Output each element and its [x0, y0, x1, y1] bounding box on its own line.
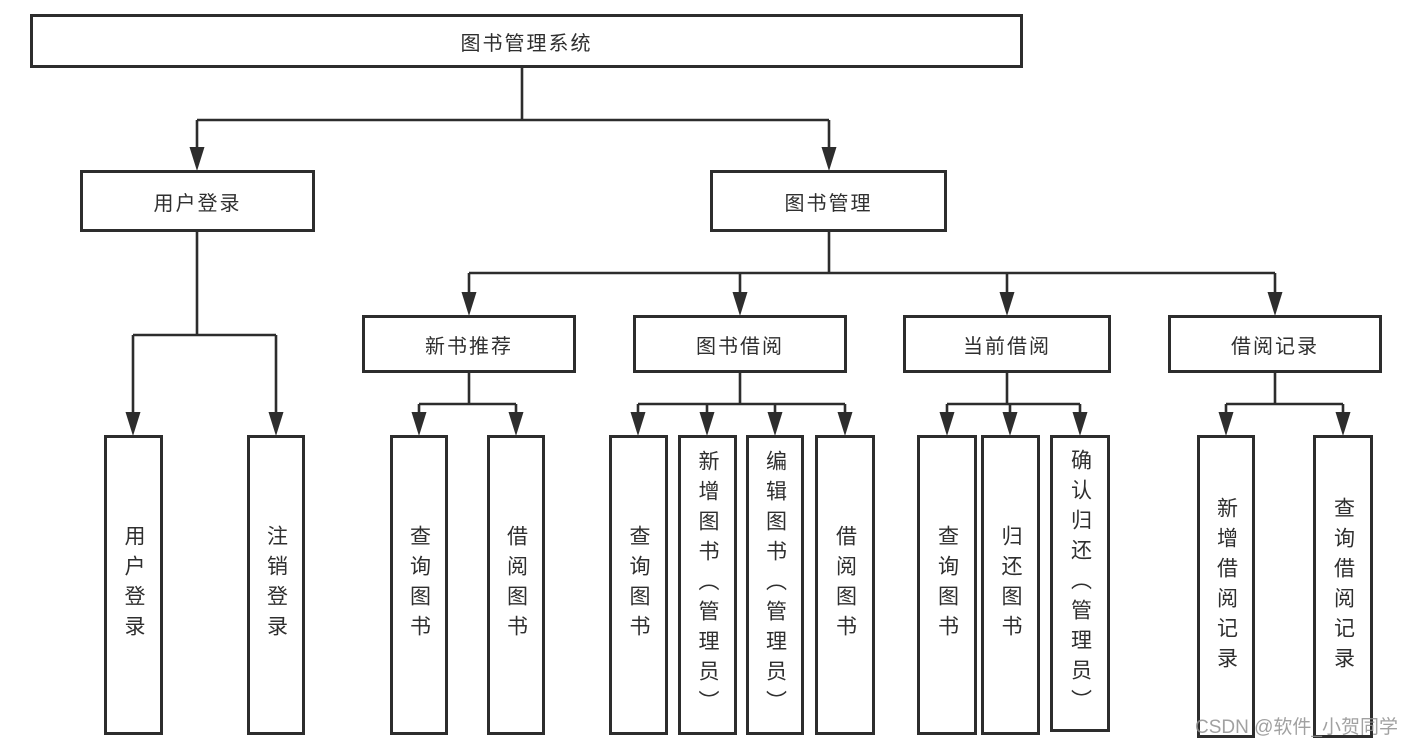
node-label: 查询图书 — [935, 525, 959, 645]
node-label: 新增借阅记录 — [1214, 496, 1238, 677]
node-query-books-recommend: 查询图书 — [390, 435, 448, 735]
node-label: 查询图书 — [407, 525, 431, 645]
node-label: 确认归还（管理员） — [1068, 448, 1092, 719]
node-label: 图书管理系统 — [460, 32, 593, 55]
node-label: 新书推荐 — [425, 335, 513, 358]
node-edit-books-admin: 编辑图书（管理员） — [746, 435, 804, 735]
node-borrowing-records: 借阅记录 — [1168, 315, 1382, 373]
node-query-books-borrowing: 查询图书 — [609, 435, 668, 735]
node-query-books-current: 查询图书 — [917, 435, 977, 735]
node-label: 用户登录 — [122, 525, 145, 645]
node-return-books: 归还图书 — [981, 435, 1040, 735]
node-label: 注销登录 — [264, 525, 288, 645]
node-label: 归还图书 — [999, 525, 1022, 645]
node-new-book-recommendation: 新书推荐 — [362, 315, 576, 373]
node-label: 查询借阅记录 — [1331, 496, 1355, 677]
node-label: 借阅图书 — [504, 525, 528, 645]
node-label: 当前借阅 — [963, 335, 1051, 358]
node-query-borrow-record: 查询借阅记录 — [1313, 435, 1373, 738]
node-label: 图书借阅 — [696, 335, 784, 358]
arrowheads — [125, 147, 1351, 436]
node-label: 用户登录 — [153, 192, 242, 215]
node-label: 编辑图书（管理员） — [763, 450, 787, 720]
node-library-management-system: 图书管理系统 — [30, 14, 1023, 68]
node-borrow-books-recommend: 借阅图书 — [487, 435, 545, 735]
node-label: 查询图书 — [627, 525, 650, 645]
node-user-login: 用户登录 — [80, 170, 315, 232]
node-user-login-leaf: 用户登录 — [104, 435, 163, 735]
node-label: 借阅图书 — [833, 525, 857, 645]
node-label: 新增图书（管理员） — [696, 450, 719, 720]
node-label: 图书管理 — [784, 192, 873, 215]
node-label: 借阅记录 — [1231, 335, 1319, 358]
node-book-management: 图书管理 — [710, 170, 947, 232]
node-logout: 注销登录 — [247, 435, 305, 735]
node-add-borrow-record: 新增借阅记录 — [1197, 435, 1255, 738]
node-add-books-admin: 新增图书（管理员） — [678, 435, 737, 735]
node-current-borrowing: 当前借阅 — [903, 315, 1111, 373]
node-book-borrowing: 图书借阅 — [633, 315, 847, 373]
node-borrow-books-borrowing: 借阅图书 — [815, 435, 875, 735]
node-confirm-return-admin: 确认归还（管理员） — [1050, 435, 1110, 732]
watermark: CSDN @软件_小贺同学 — [1195, 717, 1398, 738]
